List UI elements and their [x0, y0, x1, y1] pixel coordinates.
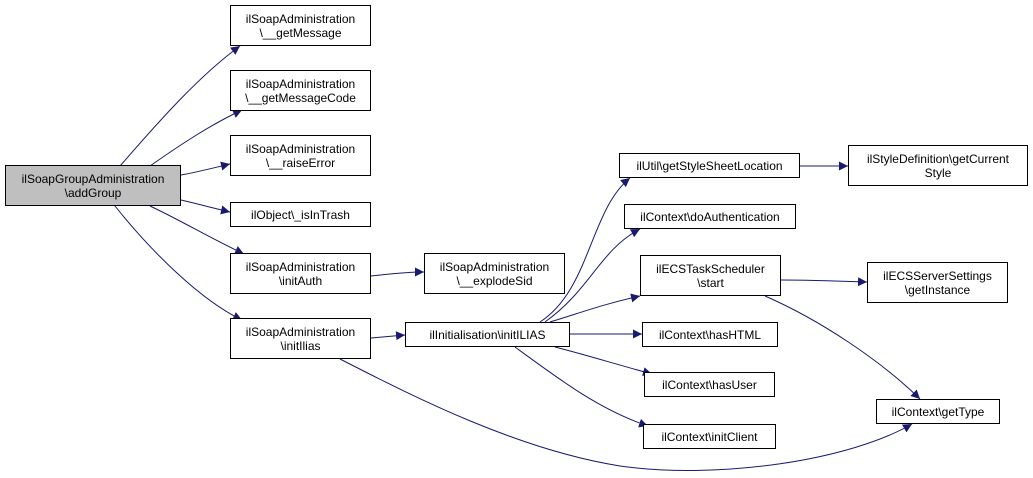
edge-initauth-explodesid: [370, 267, 425, 277]
edge-addgroup-isintrash: [180, 199, 231, 215]
edge-addgroup-initilias: [114, 205, 243, 321]
node-context-get-type[interactable]: ilContext\getType: [876, 399, 1000, 424]
edge-initialisation-doauth: [544, 228, 641, 323]
node-is-in-trash[interactable]: ilObject\_isInTrash: [230, 202, 371, 227]
node-label: \__getMessage: [259, 25, 342, 40]
node-label: ilSoapAdministration: [245, 324, 356, 339]
edge-initilias-initialisation: [370, 331, 406, 341]
edge-initialisation-hasuser: [554, 346, 653, 376]
node-label: ilObject\_isInTrash: [251, 207, 350, 222]
node-label: ilSoapAdministration: [245, 259, 356, 274]
node-label: ilSoapAdministration: [245, 141, 356, 156]
node-do-authentication[interactable]: ilContext\doAuthentication: [624, 204, 796, 229]
node-label: ilECSServerSettings: [883, 268, 992, 283]
node-label: ilContext\getType: [891, 404, 985, 419]
node-root-addgroup[interactable]: ilSoapGroupAdministration \addGroup: [5, 165, 181, 206]
node-label: ilContext\hasHTML: [658, 327, 762, 342]
node-raise-error[interactable]: ilSoapAdministration \__raiseError: [230, 135, 371, 176]
node-label: \__getMessageCode: [245, 90, 356, 105]
node-has-user[interactable]: ilContext\hasUser: [644, 372, 775, 397]
node-label: ilSoapGroupAdministration: [21, 171, 165, 186]
node-get-message-code[interactable]: ilSoapAdministration \__getMessageCode: [230, 70, 371, 111]
edge-addgroup-initauth: [149, 205, 245, 255]
node-label: \getInstance: [904, 282, 971, 297]
node-server-settings-get-instance[interactable]: ilECSServerSettings \getInstance: [867, 262, 1008, 303]
node-label: ilECSTaskScheduler: [656, 261, 765, 276]
node-init-ilias-soap[interactable]: ilSoapAdministration \initIlias: [230, 318, 371, 359]
node-get-message[interactable]: ilSoapAdministration \__getMessage: [230, 5, 371, 46]
node-label: ilSoapAdministration: [439, 259, 550, 274]
node-label: ilSoapAdministration: [245, 11, 356, 26]
node-label: ilStyleDefinition\getCurrent: [866, 151, 1010, 166]
node-has-html[interactable]: ilContext\hasHTML: [642, 322, 778, 347]
node-label: \start: [697, 275, 724, 290]
node-get-style-sheet-location[interactable]: ilUtil\getStyleSheetLocation: [619, 153, 800, 178]
node-initialisation-init-ilias[interactable]: ilInitialisation\initILIAS: [405, 322, 570, 347]
edge-taskstart-gettype: [764, 295, 921, 400]
edge-initialisation-stylesheet: [539, 177, 631, 323]
node-task-scheduler-start[interactable]: ilECSTaskScheduler \start: [640, 255, 781, 296]
node-init-auth[interactable]: ilSoapAdministration \initAuth: [230, 253, 371, 294]
node-explode-sid[interactable]: ilSoapAdministration \__explodeSid: [424, 253, 565, 294]
edge-initilias-gettype: [339, 358, 913, 471]
node-label: ilUtil\getStyleSheetLocation: [636, 158, 783, 173]
node-label: \addGroup: [64, 185, 122, 200]
node-label: ilContext\doAuthentication: [640, 209, 780, 224]
edge-initialisation-taskstart: [549, 293, 641, 323]
edge-initialisation-initclient: [514, 346, 649, 428]
node-label: \initAuth: [278, 273, 323, 288]
node-label: ilSoapAdministration: [245, 76, 356, 91]
node-label: \__explodeSid: [456, 273, 533, 288]
edge-addgroup-raiseerror: [180, 161, 231, 176]
node-label: \__raiseError: [265, 155, 336, 170]
edge-addgroup-getmessage: [119, 45, 241, 167]
node-get-current-style[interactable]: ilStyleDefinition\getCurrent Style: [848, 145, 1028, 186]
edge-taskstart-getinstance: [780, 277, 868, 287]
edge-addgroup-getmessagecode: [149, 109, 243, 167]
node-label: \initIlias: [280, 338, 321, 353]
node-init-client[interactable]: ilContext\initClient: [643, 424, 776, 449]
node-label: ilContext\hasUser: [662, 377, 757, 392]
node-label: ilContext\initClient: [661, 429, 758, 444]
node-label: Style: [924, 165, 952, 180]
node-label: ilInitialisation\initILIAS: [429, 327, 546, 342]
